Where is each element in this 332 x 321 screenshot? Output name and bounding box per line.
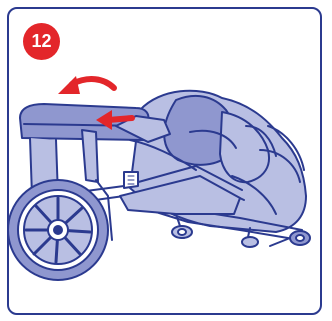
front-wheel (270, 231, 310, 246)
rear-wheel (8, 180, 108, 280)
curved-arrow-icon (58, 76, 114, 94)
